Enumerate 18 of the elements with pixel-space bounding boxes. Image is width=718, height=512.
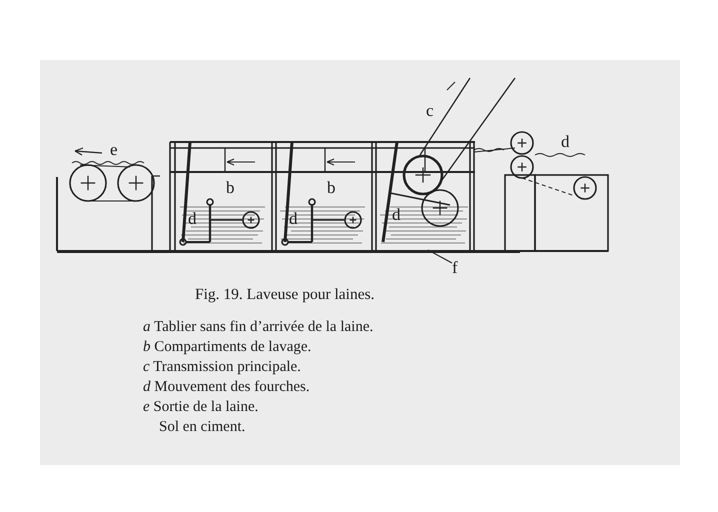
figure-caption: Fig. 19. Laveuse pour laines. — [195, 287, 375, 302]
legend-entry: b Compartiments de lavage. — [143, 340, 312, 355]
callout-letter: d — [392, 206, 400, 223]
legend-entry: e Sortie de la laine. — [143, 400, 258, 415]
callout-letter: f — [452, 259, 458, 276]
callout-letter: e — [110, 141, 118, 158]
legend-entry: a Tablier sans fin d’arrivée de la laine. — [143, 320, 374, 335]
floor-slab — [57, 250, 520, 253]
callout-letter: d — [289, 210, 298, 227]
callout-letter: b — [226, 179, 234, 196]
callout-letter: b — [327, 179, 336, 196]
legend-entry: c Transmission principale. — [143, 360, 301, 375]
callout-letter: d — [561, 133, 570, 150]
legend-entry: Sol en ciment. — [159, 420, 246, 435]
callout-letter: c — [426, 102, 434, 119]
legend-entry: d Mouvement des fourches. — [143, 380, 310, 395]
callout-letter: d — [188, 210, 196, 227]
leader-line — [428, 250, 452, 264]
